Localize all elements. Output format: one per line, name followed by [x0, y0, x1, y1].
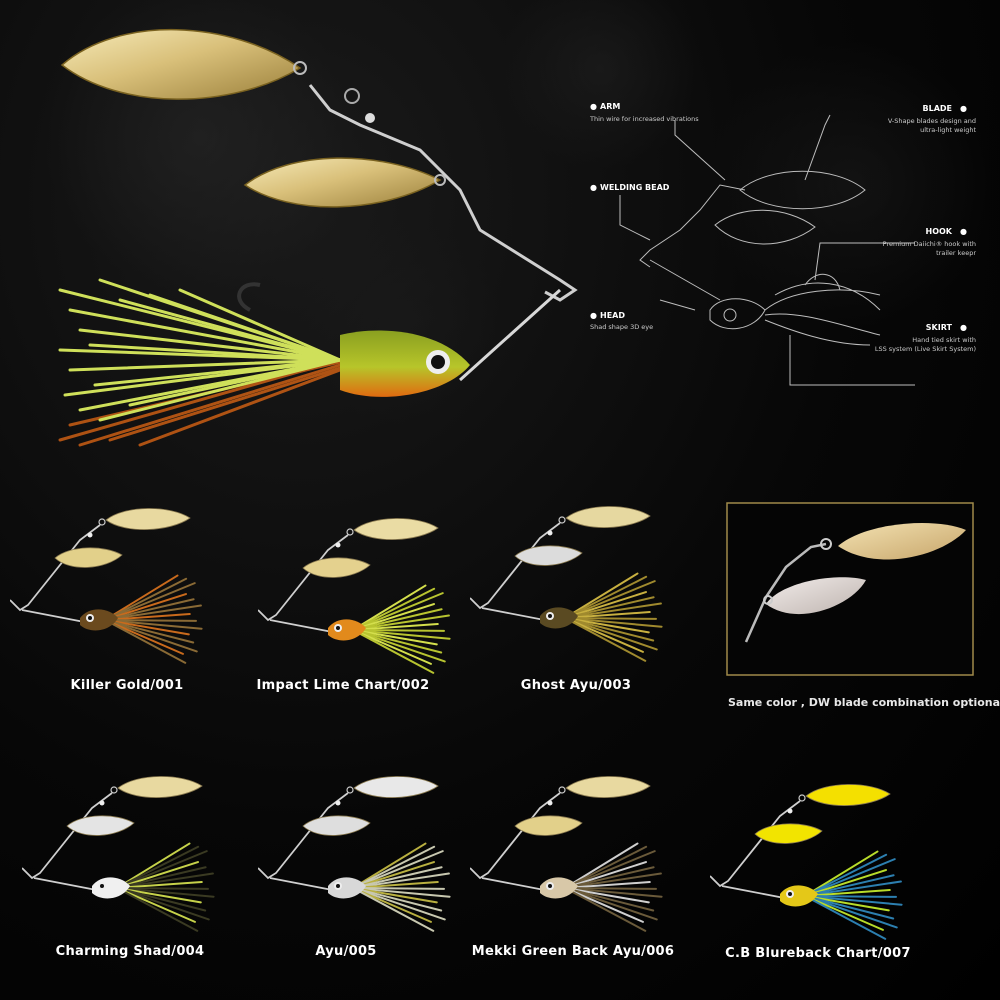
svg-text:●: ● [960, 227, 967, 236]
top-blade [353, 776, 439, 798]
variant-lure [710, 784, 903, 940]
callout-blade-desc-2: ultra-light weight [920, 126, 976, 134]
callout-head-desc: Shad shape 3D eye [590, 323, 653, 331]
svg-text:●: ● [590, 183, 597, 192]
callout-hook-label: HOOK [926, 227, 953, 236]
variant-label: Killer Gold/001 [70, 678, 184, 693]
bottom-blade [514, 815, 583, 836]
callout-welding-bead-label: WELDING BEAD [600, 183, 670, 192]
callout-arm-desc: Thin wire for increased vibrations [589, 115, 699, 123]
callout-hook-desc-2: trailer keepr [936, 249, 976, 257]
variant-lure [10, 508, 203, 664]
svg-text:●: ● [960, 323, 967, 332]
bottom-blade [514, 545, 583, 566]
top-blade [565, 776, 651, 798]
silver-blade [766, 577, 866, 615]
svg-text:●: ● [960, 104, 967, 113]
top-blade [353, 518, 439, 540]
parts-diagram: ● ARM Thin wire for increased vibrations… [589, 102, 976, 386]
variant-head [540, 877, 578, 899]
hero-lure-image [58, 28, 578, 447]
variant-head [92, 877, 130, 899]
callout-arm-title: ● [590, 102, 597, 111]
top-blade [105, 508, 191, 530]
blade-option-box [726, 502, 974, 676]
variant-head [328, 619, 366, 641]
bottom-blade [54, 547, 123, 568]
bottom-blade [302, 815, 371, 836]
bottom-blade [754, 823, 823, 844]
callout-arm-label: ARM [600, 102, 620, 111]
variant-label: Mekki Green Back Ayu/006 [471, 944, 675, 959]
skirt [58, 278, 342, 447]
variant-lure [258, 518, 451, 674]
variant-lure [22, 776, 215, 932]
variant-head [328, 877, 366, 899]
small-blade [243, 157, 442, 208]
variant-label: Ghost Ayu/003 [520, 678, 632, 693]
variant-head [80, 609, 118, 631]
variant-lure [470, 776, 663, 932]
callout-blade-desc-1: V-Shape blades design and [888, 117, 976, 125]
callout-skirt-desc-1: Hand tied skirt with [912, 336, 976, 344]
variant-head [780, 885, 818, 907]
callout-skirt-label: SKIRT [926, 323, 953, 332]
blade-option-note: Same color , DW blade combination option… [728, 696, 1000, 709]
top-blade [805, 784, 891, 806]
svg-text:●: ● [590, 311, 597, 320]
callout-skirt-desc-2: LSS system (Live Skirt System) [875, 345, 976, 353]
top-blade [565, 506, 651, 528]
bottom-blade [302, 557, 371, 578]
variant-label: Ayu/005 [315, 944, 377, 959]
large-blade [60, 28, 302, 100]
callout-hook-desc-1: Premium Daiichi® hook with [883, 240, 976, 248]
variant-label: Charming Shad/004 [55, 944, 205, 959]
gold-blade [838, 523, 966, 560]
variant-lure [470, 506, 663, 662]
lure-head [340, 330, 470, 397]
bottom-blade [66, 815, 135, 836]
variant-label: Impact Lime Chart/002 [256, 678, 430, 693]
variant-head [540, 607, 578, 629]
top-blade [117, 776, 203, 798]
callout-head-label: HEAD [600, 311, 625, 320]
variant-lure [258, 776, 451, 932]
callout-blade-label: BLADE [923, 104, 953, 113]
variant-label: C.B Blureback Chart/007 [725, 946, 911, 961]
